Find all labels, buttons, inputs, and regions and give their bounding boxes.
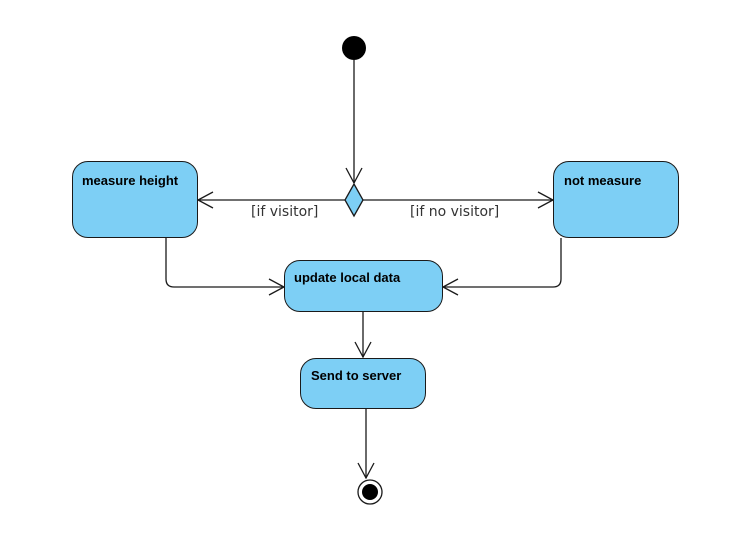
initial-node xyxy=(342,36,366,60)
action-not-measure: not measure xyxy=(553,161,679,238)
action-measure-height: measure height xyxy=(72,161,198,238)
guard-if-visitor: [if visitor] xyxy=(251,204,319,220)
edge-initial-to-decision xyxy=(345,60,363,185)
edge-measure-height-to-update xyxy=(165,238,286,296)
decision-node xyxy=(344,182,364,218)
action-send-to-server: Send to server xyxy=(300,358,426,409)
action-send-to-server-label: Send to server xyxy=(311,368,402,383)
guard-if-no-visitor: [if no visitor] xyxy=(410,204,500,220)
edge-not-measure-to-update xyxy=(441,238,562,296)
edge-decision-to-measure-height xyxy=(196,191,345,209)
edge-send-to-final xyxy=(357,409,375,480)
edge-update-to-send xyxy=(354,312,372,359)
action-not-measure-label: not measure xyxy=(564,173,642,188)
action-update-local-data-label: update local data xyxy=(294,270,401,285)
action-measure-height-label: measure height xyxy=(82,173,179,188)
final-node xyxy=(357,479,383,505)
action-update-local-data: update local data xyxy=(284,260,443,312)
